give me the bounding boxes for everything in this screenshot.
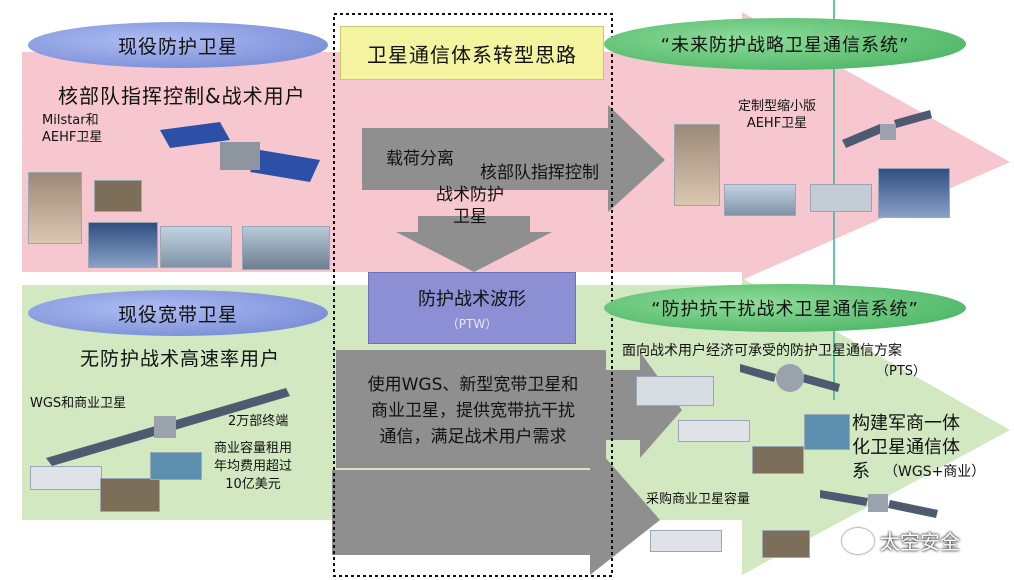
ship-image-left xyxy=(150,452,202,480)
terminals-label: 2万部终端 xyxy=(228,414,289,429)
pts-label: （PTS） xyxy=(876,364,927,379)
jet-image-right-1 xyxy=(724,184,796,216)
scheme-label: 面向战术用户经济可承受的防护卫星通信方案 xyxy=(622,343,902,359)
missile-image-right xyxy=(674,124,720,206)
badge-current-wideband: 现役宽带卫星 xyxy=(28,290,328,336)
tanker-image xyxy=(636,376,714,406)
uav-image-bottom xyxy=(650,530,722,552)
integrated-label: 构建军商一体 化卫星通信体 系 （WGS+商业） xyxy=(852,413,986,482)
humvee-image-bottom xyxy=(762,530,810,558)
milstar-label: Milstar和 AEHF卫星 xyxy=(42,113,103,145)
ptw-box: 防护战术波形 （PTW） xyxy=(368,272,576,344)
nuclear-c2-text: 核部队指挥控制 xyxy=(480,163,599,183)
tactical-protected-text: 战术防护 卫星 xyxy=(436,185,504,227)
left-bottom-subtitle: 无防护战术高速率用户 xyxy=(80,348,281,370)
bomber-image-right xyxy=(810,184,872,212)
humvee-image-left xyxy=(100,478,160,512)
buy-commercial-label: 采购商业卫星容量 xyxy=(646,492,751,507)
aircraft-image xyxy=(88,222,158,268)
center-title-box: 卫星通信体系转型思路 xyxy=(340,26,604,80)
jet-image-1 xyxy=(160,226,232,268)
wgs-commercial-label: WGS和商业卫星 xyxy=(30,396,127,411)
payload-split-text: 载荷分离 xyxy=(386,149,454,169)
humvee-image-right xyxy=(752,446,804,474)
badge-current-protected: 现役防护卫星 xyxy=(28,22,328,68)
ship-image-right xyxy=(804,414,850,450)
ptw-abbr: （PTW） xyxy=(446,316,498,331)
integrated-wgs: （WGS+商业） xyxy=(884,464,986,480)
pts-satellite-image xyxy=(740,354,840,404)
gray-mid-box xyxy=(336,350,606,468)
missile-image xyxy=(28,172,82,244)
badge-future-strategic: “未来防护战略卫星通信系统” xyxy=(604,18,966,70)
gray-big-arrow xyxy=(332,440,660,575)
lease-cost-label: 商业容量租用 年均费用超过 10亿美元 xyxy=(214,441,293,492)
gray-top-arrow xyxy=(362,105,665,212)
gray-down-arrow xyxy=(396,216,552,272)
left-top-subtitle: 核部队指挥控制&战术用户 xyxy=(58,84,306,108)
wgs-description: 使用WGS、新型宽带卫星和 商业卫星，提供宽带抗干扰 通信，满足战术用户需求 xyxy=(367,375,579,447)
satellite-image-milstar xyxy=(150,120,330,190)
wechat-icon xyxy=(842,527,874,554)
center-dotted-frame xyxy=(333,13,613,577)
jet-image-2 xyxy=(242,226,330,270)
watermark: 太空安全 xyxy=(842,526,960,555)
badge-protected-tactical: “防护抗干扰战术卫星通信系统” xyxy=(604,284,966,332)
commercial-satellite-image xyxy=(820,490,938,518)
aircraft-image-right xyxy=(878,168,950,218)
wgs-satellite-image xyxy=(46,388,290,466)
humvee-image xyxy=(94,180,142,212)
custom-aehf-label: 定制型缩小版 AEHF卫星 xyxy=(738,99,817,131)
uav-image-right xyxy=(678,420,750,442)
center-title: 卫星通信体系转型思路 xyxy=(367,42,577,67)
uav-image-left xyxy=(30,466,102,490)
satellite-image-right xyxy=(842,110,932,160)
ptw-title: 防护战术波形 xyxy=(418,288,526,310)
